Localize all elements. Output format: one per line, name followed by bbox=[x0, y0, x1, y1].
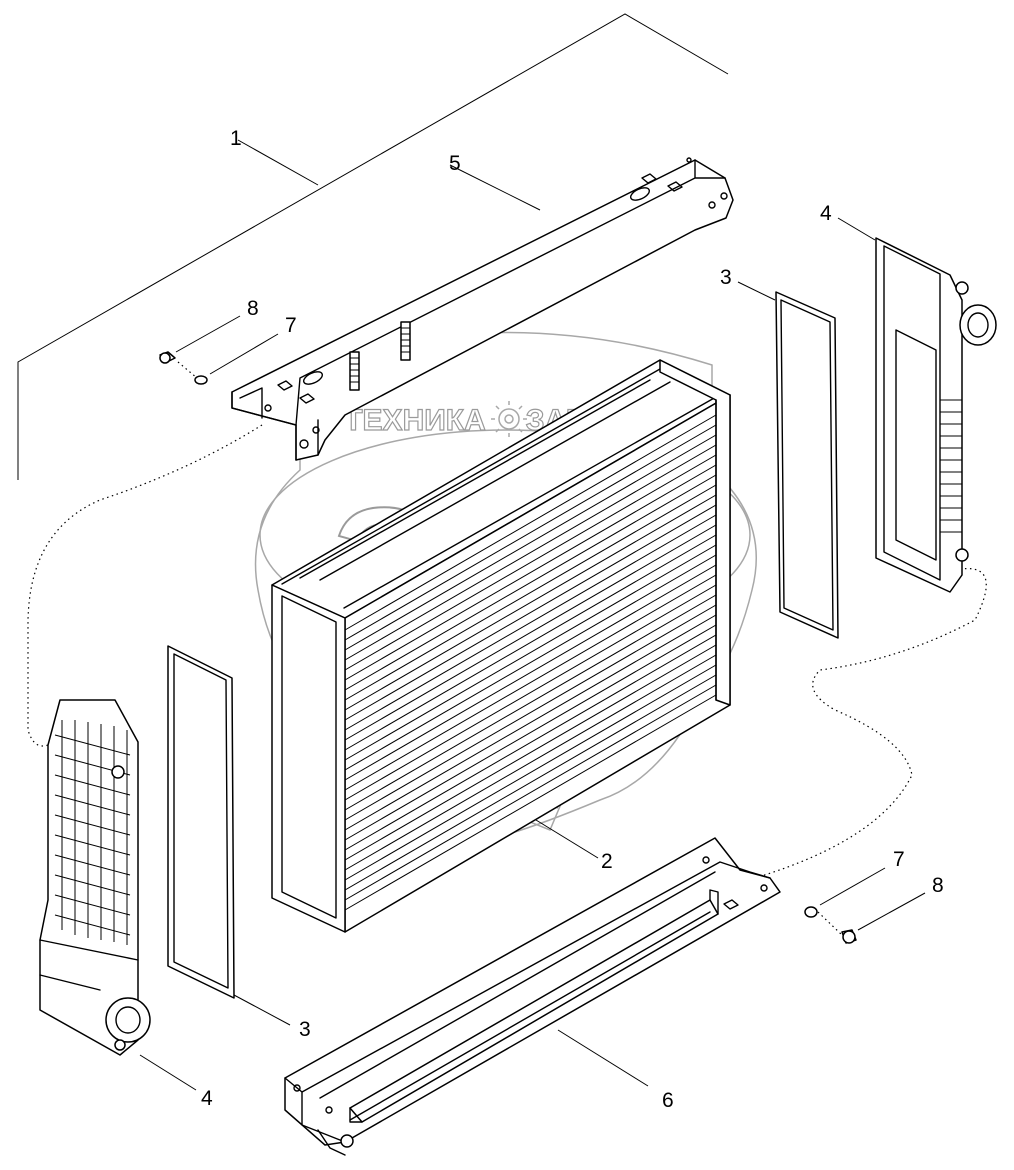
tank-left bbox=[39, 699, 197, 1091]
tank-right-inlet bbox=[959, 304, 997, 346]
callout-8-top: 8 bbox=[247, 297, 259, 320]
leader-1 bbox=[237, 139, 319, 186]
leader-8-bottom bbox=[857, 892, 926, 931]
gasket-left bbox=[167, 645, 291, 1026]
leader-4-right bbox=[837, 217, 876, 241]
radiator-core bbox=[271, 359, 731, 933]
leader-3-left bbox=[233, 994, 291, 1026]
leader-7-bottom bbox=[819, 867, 886, 906]
callout-8-bottom: 8 bbox=[932, 874, 944, 897]
callout-4-left: 4 bbox=[201, 1087, 213, 1110]
tank-left-grid bbox=[54, 720, 131, 945]
callout-7-top: 7 bbox=[285, 314, 297, 337]
top-bracket bbox=[231, 157, 734, 461]
washer-bottom bbox=[804, 867, 886, 918]
callout-3-left: 3 bbox=[299, 1018, 311, 1041]
stud-right bbox=[400, 321, 411, 361]
leader-2 bbox=[535, 819, 599, 859]
leader-8-top bbox=[175, 315, 241, 353]
assembly-dotted-paths bbox=[27, 361, 987, 936]
leader-3-right bbox=[737, 281, 776, 301]
callout-labels: 1 2 3 3 4 4 5 6 7 7 8 8 bbox=[201, 127, 944, 1112]
bottom-bracket bbox=[284, 837, 781, 1156]
callout-5: 5 bbox=[449, 152, 461, 175]
leader-4-left bbox=[139, 1054, 197, 1091]
gasket-right bbox=[737, 281, 839, 639]
callout-7-bottom: 7 bbox=[893, 848, 905, 871]
assembly-bracket-lines bbox=[17, 13, 729, 480]
bolt-bottom bbox=[841, 892, 926, 944]
tank-right bbox=[837, 217, 997, 593]
gear-icon bbox=[491, 401, 527, 437]
bolt-top bbox=[159, 315, 241, 364]
washer-top bbox=[194, 333, 279, 385]
leader-7-top bbox=[209, 333, 279, 375]
callout-2: 2 bbox=[601, 850, 613, 873]
leader-5 bbox=[449, 164, 541, 211]
radiator-fins bbox=[344, 414, 717, 911]
callout-1: 1 bbox=[230, 127, 242, 150]
leader-6 bbox=[557, 1029, 649, 1087]
watermark-left-word: ТЕХНИКА bbox=[344, 404, 486, 437]
callout-4-right: 4 bbox=[820, 202, 832, 225]
callout-3-right: 3 bbox=[720, 266, 732, 289]
stud-left bbox=[349, 351, 360, 391]
callout-6: 6 bbox=[662, 1089, 674, 1112]
tank-left-outlet bbox=[105, 997, 151, 1043]
